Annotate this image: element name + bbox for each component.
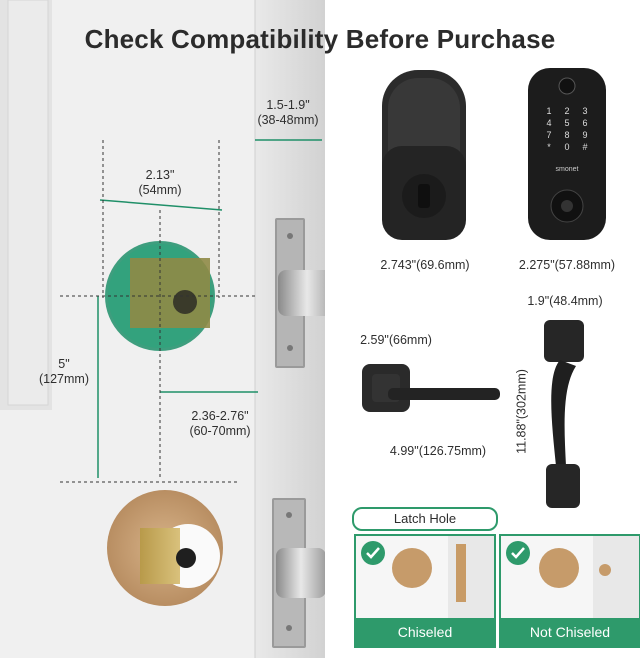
keypad-image: [528, 68, 606, 240]
deadbolt-exterior-image: [382, 70, 466, 240]
latch-hole-heading: Latch Hole: [352, 507, 498, 531]
bore-hole-mm: (54mm): [138, 183, 182, 197]
exterior-a-width-label: 2.743"(69.6mm): [380, 258, 470, 272]
keypad-key: 7: [546, 130, 552, 140]
not-chiseled-door-image: [501, 536, 639, 618]
center-height-mm: (127mm): [38, 372, 89, 386]
backset-inches: 2.36-2.76": [191, 409, 249, 423]
keypad-key: #: [582, 142, 588, 152]
keypad-key: 6: [582, 118, 588, 128]
keypad-grid: 1 2 3 4 5 6 7 8 9 * 0 #: [540, 106, 594, 152]
backset-mm: (60-70mm): [189, 424, 251, 438]
bore-hole-inches: 2.13": [145, 168, 175, 182]
check-icon: [506, 541, 530, 565]
keypad-key: 3: [582, 106, 588, 116]
latch-option-not-chiseled: Not Chiseled: [499, 534, 640, 648]
center-height-inches: 5": [58, 357, 70, 371]
handleset-width-label: 1.9"(48.4mm): [527, 294, 603, 308]
check-icon: [361, 541, 385, 565]
keypad-key: 8: [564, 130, 570, 140]
rose-width-label: 2.59"(66mm): [360, 333, 432, 347]
bore-hole-label: 2.13" (54mm): [120, 168, 200, 198]
keypad-key: 1: [546, 106, 552, 116]
center-height-label: 5" (127mm): [24, 357, 104, 387]
page-title: Check Compatibility Before Purchase: [84, 24, 556, 54]
keypad-key: 0: [564, 142, 570, 152]
door-thickness-label: 1.5-1.9" (38-48mm): [245, 98, 331, 128]
keypad-key: 2: [564, 106, 570, 116]
chiseled-label: Chiseled: [356, 618, 494, 646]
handleset-height-label: 11.88"(302mm): [514, 369, 529, 454]
door-thickness-mm: (38-48mm): [257, 113, 319, 127]
lever-length-label: 4.99"(126.75mm): [389, 444, 487, 458]
keypad-key: 9: [582, 130, 588, 140]
exterior-b-width-label: 2.275"(57.88mm): [518, 258, 616, 272]
keypad-brand: smonet: [555, 166, 579, 173]
keypad-key: *: [547, 142, 551, 152]
keypad-key: 5: [564, 118, 570, 128]
keypad-key: 4: [546, 118, 552, 128]
door-illustration: [0, 0, 325, 658]
lever-handle-image: [362, 364, 500, 412]
handleset-image: [544, 320, 584, 508]
not-chiseled-label: Not Chiseled: [501, 618, 639, 646]
backset-label: 2.36-2.76" (60-70mm): [170, 409, 270, 439]
door-thickness-inches: 1.5-1.9": [266, 98, 310, 112]
latch-option-chiseled: Chiseled: [354, 534, 496, 648]
